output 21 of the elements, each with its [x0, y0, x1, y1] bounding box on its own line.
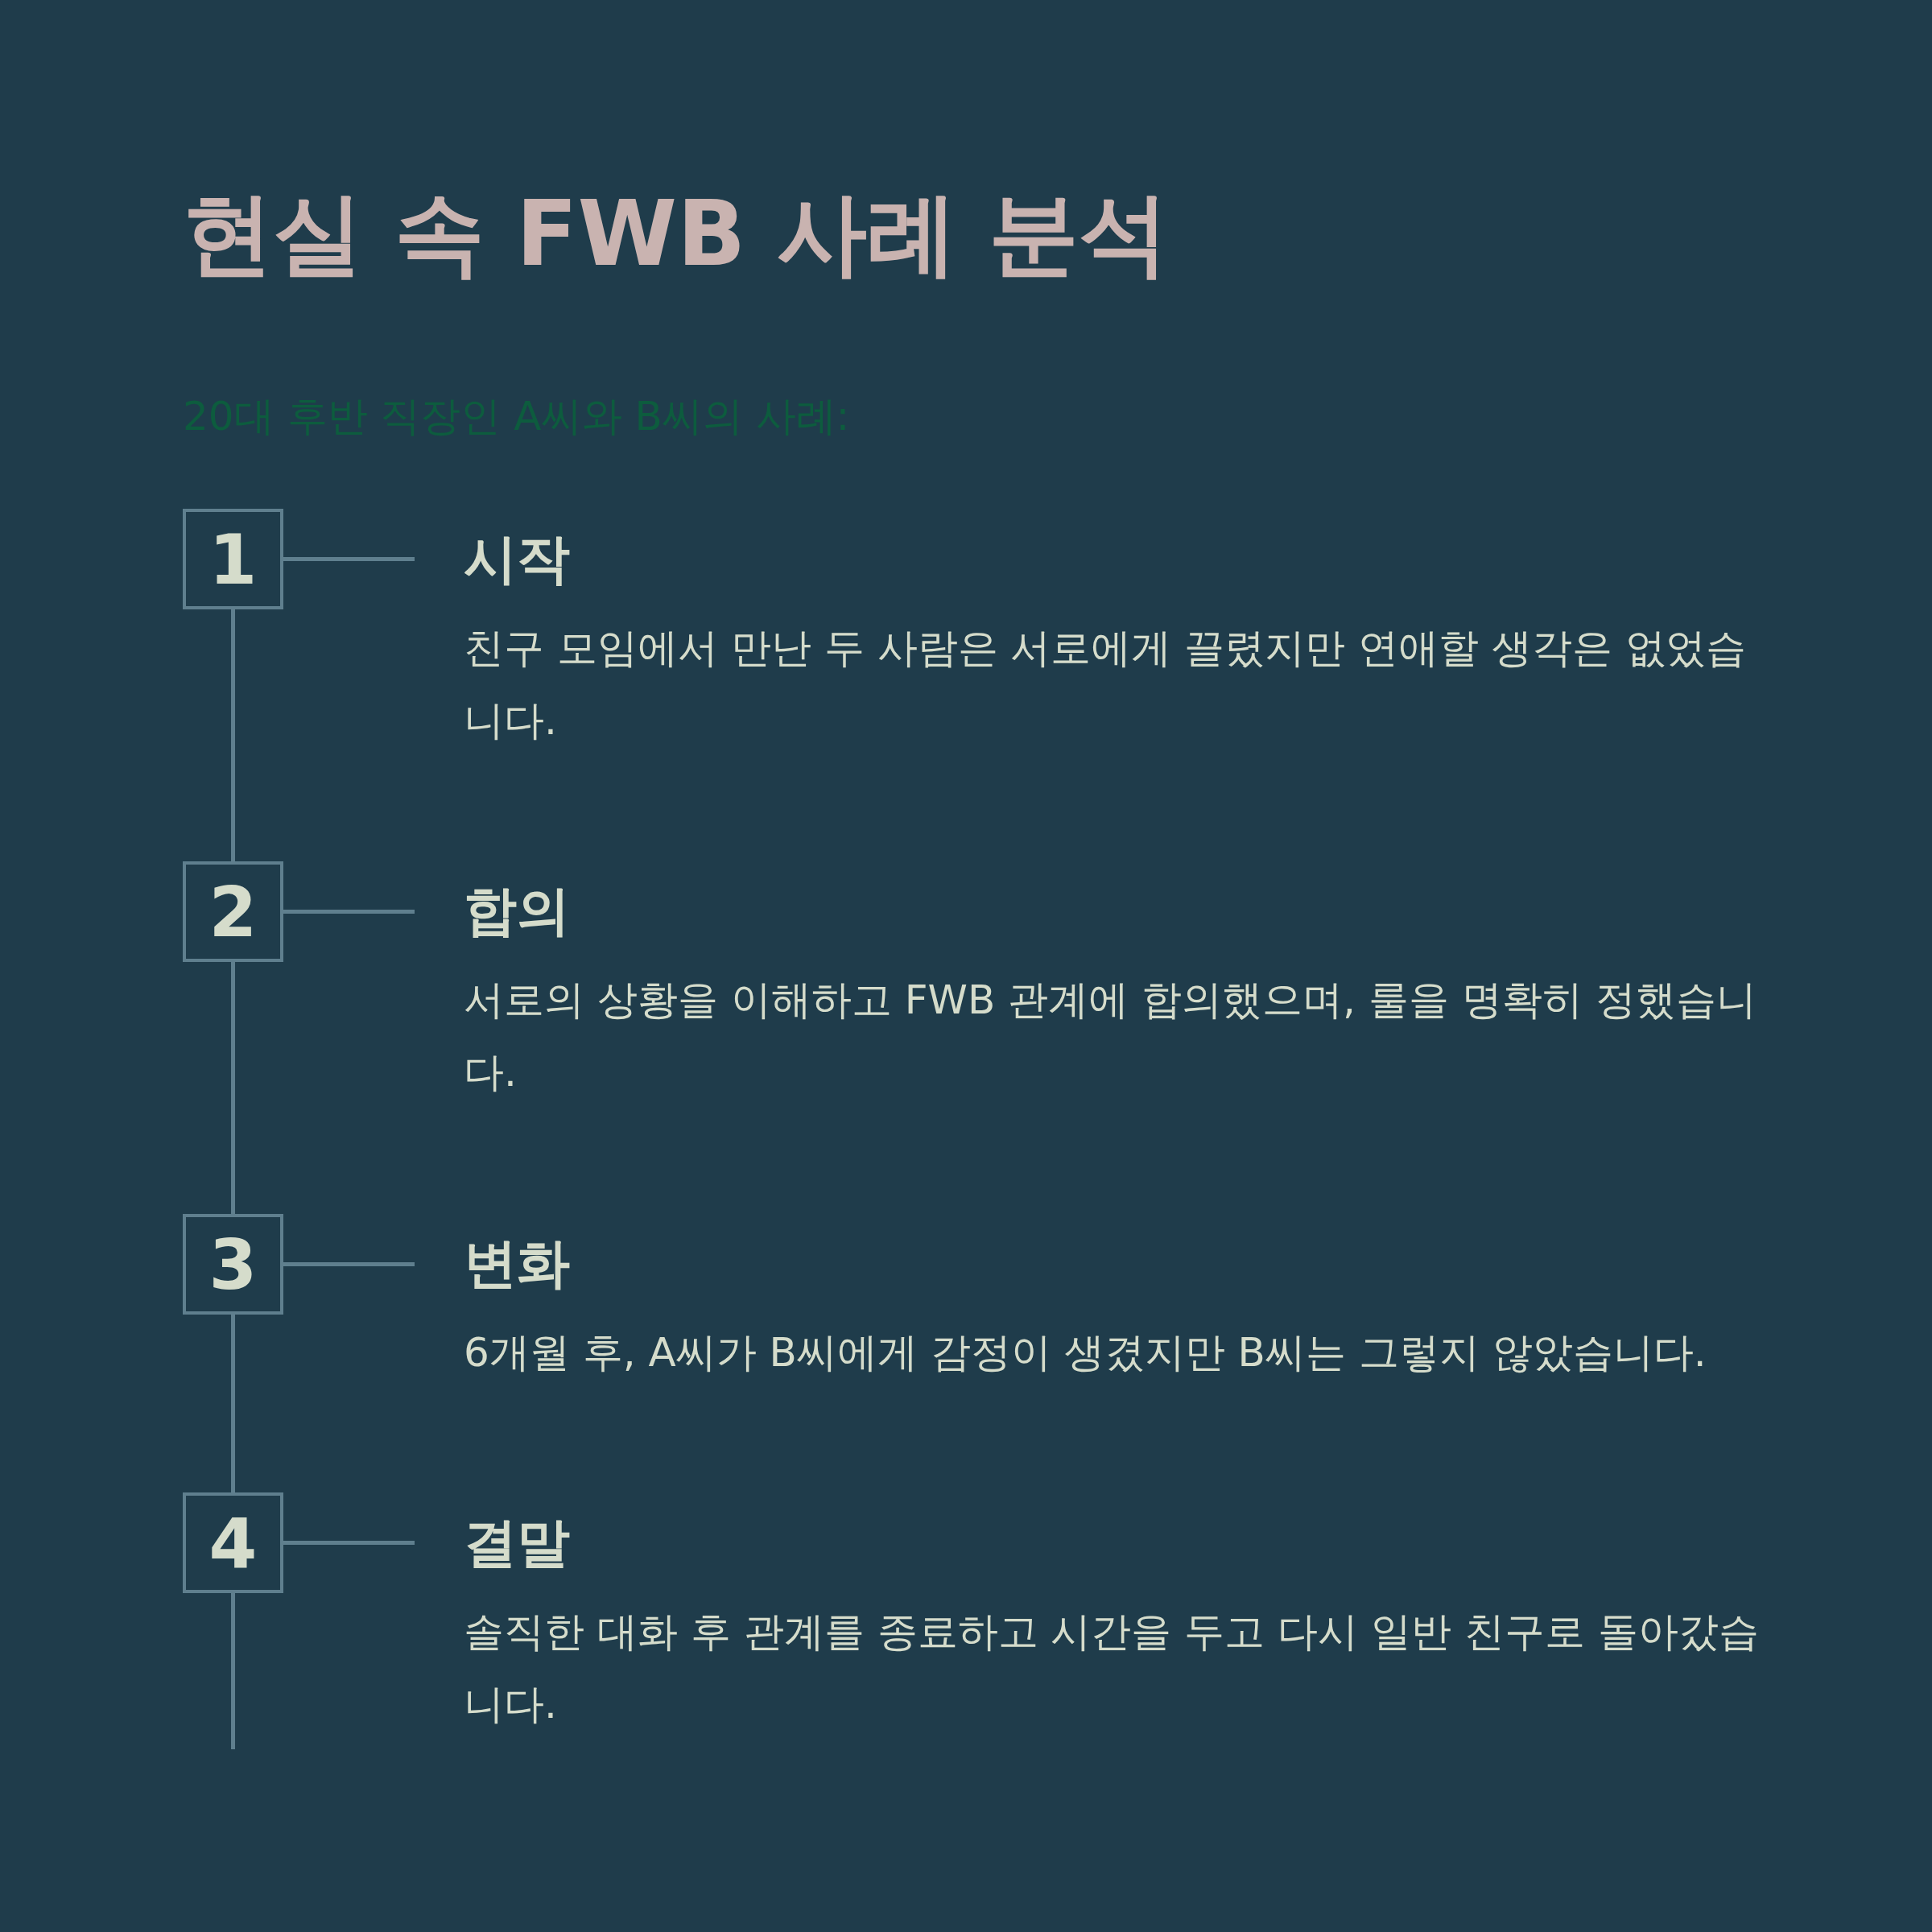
- connector-line: [283, 1541, 415, 1545]
- connector-line: [231, 609, 235, 861]
- step-description: 솔직한 대화 후 관계를 종료하고 시간을 두고 다시 일반 친구로 돌아갔습니다.: [464, 1608, 1760, 1729]
- connector-line: [231, 1593, 235, 1749]
- step-description: 서로의 상황을 이해하고 FWB 관계에 합의했으며, 룰을 명확히 정했습니다.: [464, 976, 1757, 1097]
- step-number-box: 4: [183, 1492, 283, 1593]
- step-number-box: 2: [183, 861, 283, 962]
- connector-line: [283, 910, 415, 914]
- connector-line: [231, 1315, 235, 1492]
- step-number-box: 3: [183, 1214, 283, 1315]
- step-description: 친구 모임에서 만난 두 사람은 서로에게 끌렸지만 연애할 생각은 없었습니다.: [464, 624, 1748, 745]
- step-number-box: 1: [183, 509, 283, 609]
- connector-line: [283, 1262, 415, 1266]
- step-heading: 변화: [464, 1232, 571, 1296]
- connector-line: [283, 557, 415, 561]
- step-heading: 결말: [464, 1511, 571, 1575]
- step-description: 6개월 후, A씨가 B씨에게 감정이 생겼지만 B씨는 그렇지 않았습니다.: [464, 1328, 1707, 1377]
- step-heading: 합의: [464, 879, 571, 943]
- connector-line: [231, 962, 235, 1214]
- step-heading: 시작: [464, 527, 571, 592]
- page-title: 현실 속 FWB 사례 분석: [183, 181, 1170, 286]
